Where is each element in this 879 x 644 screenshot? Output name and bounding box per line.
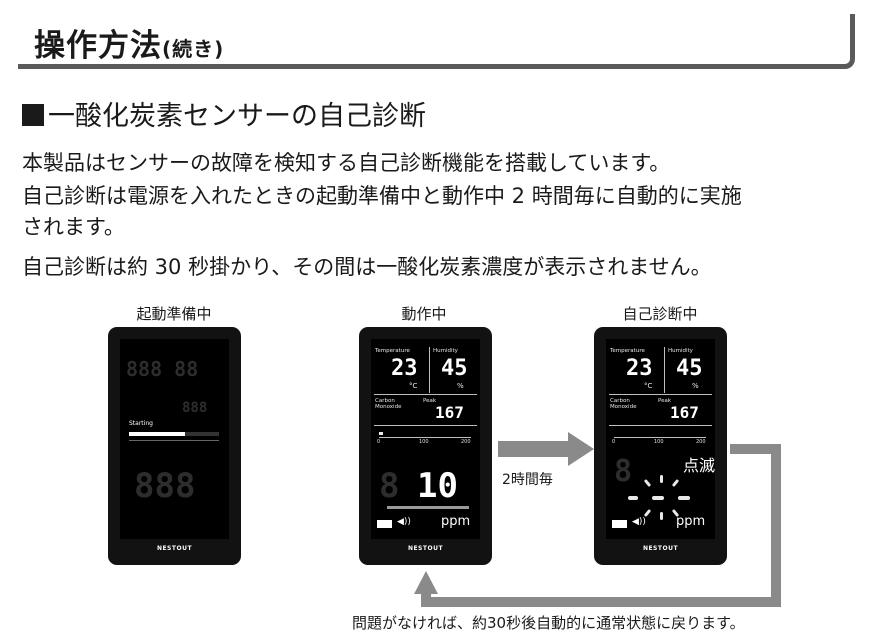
- co-label-line2: Monoxide: [610, 404, 637, 410]
- ghost-digits: 8: [614, 454, 633, 489]
- caption-self-diagnosis: 自己診断中: [622, 305, 698, 323]
- square-bullet-icon: [22, 104, 44, 126]
- paragraph-line-1: 本製品はセンサーの故障を検知する自己診断機能を搭載しています。: [22, 151, 671, 175]
- temperature-label: Temperature: [375, 348, 410, 354]
- humidity-unit: %: [457, 382, 464, 390]
- blink-dash: [671, 478, 680, 488]
- co-label-line1: Carbon: [375, 398, 395, 404]
- brand-label: NESTOUT: [156, 545, 193, 552]
- scale-tick: 0: [377, 439, 381, 445]
- scale-tick: 100: [654, 439, 664, 445]
- blink-label: 点滅: [683, 456, 716, 475]
- divider: [429, 347, 430, 393]
- divider: [374, 394, 477, 395]
- device-screen: 888 88 888 Starting 888: [120, 339, 229, 539]
- blink-dash: [643, 478, 652, 488]
- divider: [664, 347, 665, 393]
- peak-value: 167: [670, 403, 699, 422]
- speaker-icon: ◀)): [632, 517, 646, 527]
- interval-label: 2時間毎: [502, 472, 553, 488]
- page-title: 操作方法(続き): [34, 28, 225, 64]
- battery-icon: [377, 520, 392, 528]
- humidity-unit: %: [692, 382, 699, 390]
- battery-icon: [612, 520, 627, 528]
- temperature-value: 23: [391, 356, 418, 381]
- blink-dash: [660, 512, 663, 520]
- paragraph-line-3: されます。: [22, 215, 125, 239]
- device-screen: Temperature Humidity 23 45 °C % Carbon M…: [606, 339, 715, 539]
- device-self-diagnosis: Temperature Humidity 23 45 °C % Carbon M…: [594, 327, 727, 565]
- ghost-digits: 888: [134, 466, 196, 506]
- scale-tick: 0: [612, 439, 616, 445]
- starting-progress-bar: [129, 432, 219, 436]
- ghost-digits: 888 88: [126, 357, 199, 381]
- speaker-icon: ◀)): [397, 517, 411, 527]
- peak-label: Peak: [658, 398, 672, 404]
- ghost-digits: 8: [379, 466, 400, 506]
- device-operating: Temperature Humidity 23 45 °C % Carbon M…: [359, 327, 492, 565]
- underline-bar: [387, 506, 469, 509]
- paragraph-line-4: 自己診断は約 30 秒掛かり、その間は一酸化炭素濃度が表示されません。: [22, 255, 712, 279]
- blink-dash: [652, 496, 664, 500]
- page-header: 操作方法(続き): [18, 14, 856, 70]
- co-value: 10: [417, 466, 458, 506]
- brand-label: NESTOUT: [407, 545, 444, 552]
- co-unit: ppm: [441, 514, 471, 529]
- caption-operating: 動作中: [401, 305, 447, 323]
- temperature-label: Temperature: [610, 348, 645, 354]
- co-label-line2: Monoxide: [375, 404, 402, 410]
- section-title-text: 一酸化炭素センサーの自己診断: [48, 101, 426, 132]
- divider: [609, 425, 712, 426]
- humidity-value: 45: [441, 356, 468, 381]
- page-title-suffix: (続き): [162, 37, 225, 61]
- baseline: [129, 440, 219, 441]
- starting-label: Starting: [129, 420, 153, 427]
- progress-fill: [129, 432, 185, 436]
- scale-tick: 200: [461, 439, 471, 445]
- device-screen: Temperature Humidity 23 45 °C % Carbon M…: [371, 339, 480, 539]
- divider: [374, 425, 477, 426]
- humidity-label: Humidity: [668, 348, 693, 354]
- divider: [609, 394, 712, 395]
- ghost-digits: 888: [182, 400, 208, 416]
- temperature-value: 23: [626, 356, 653, 381]
- section-heading: 一酸化炭素センサーの自己診断: [22, 94, 426, 133]
- blink-dash: [678, 496, 690, 500]
- return-arrow-icon: [414, 571, 438, 594]
- scale-level-indicator: [379, 432, 383, 435]
- scale-line: [379, 437, 471, 438]
- blink-dash: [660, 475, 663, 483]
- peak-label: Peak: [423, 398, 437, 404]
- co-label-line1: Carbon: [610, 398, 630, 404]
- co-unit: ppm: [676, 514, 706, 529]
- paragraph-line-2: 自己診断は電源を入れたときの起動準備中と動作中 2 時間毎に自動的に実施: [22, 184, 742, 208]
- humidity-label: Humidity: [433, 348, 458, 354]
- scale-tick: 200: [696, 439, 706, 445]
- temperature-unit: °C: [644, 382, 653, 390]
- header-frame: [18, 14, 855, 69]
- return-note: 問題がなければ、約30秒後自動的に通常状態に戻ります。: [352, 614, 745, 632]
- blink-dash: [643, 508, 652, 518]
- humidity-value: 45: [676, 356, 703, 381]
- temperature-unit: °C: [409, 382, 418, 390]
- scale-tick: 100: [419, 439, 429, 445]
- caption-starting: 起動準備中: [136, 305, 212, 323]
- blink-dash: [628, 496, 638, 500]
- peak-value: 167: [435, 403, 464, 422]
- scale-line: [614, 437, 706, 438]
- brand-label: NESTOUT: [642, 545, 679, 552]
- device-starting: 888 88 888 Starting 888 NESTOUT: [108, 327, 241, 565]
- forward-arrow-icon: [498, 432, 594, 466]
